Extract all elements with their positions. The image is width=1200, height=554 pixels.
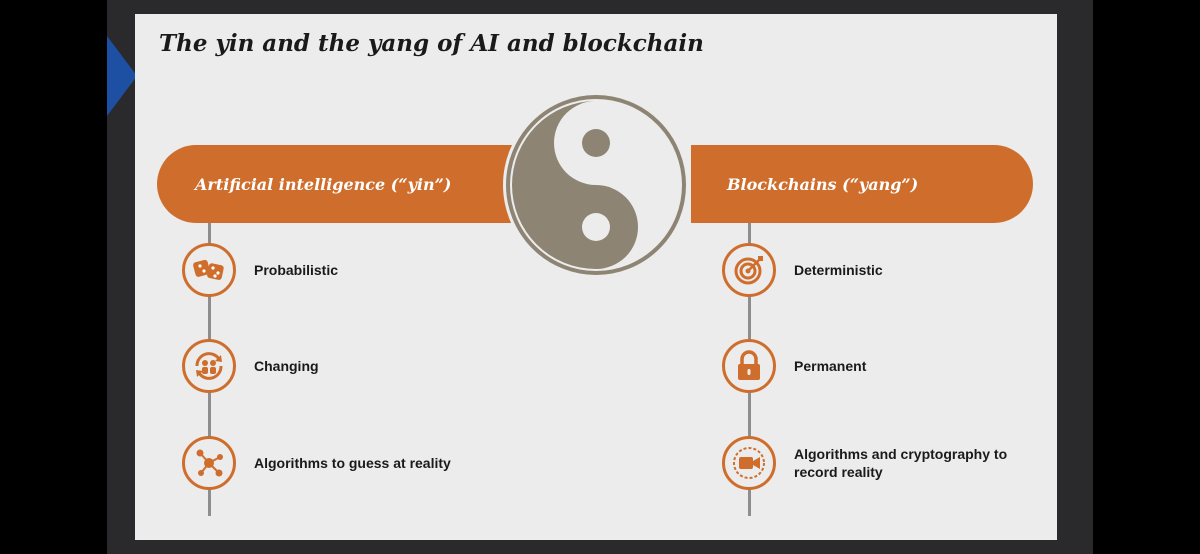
blockchain-item-deterministic: Deterministic	[722, 243, 1034, 297]
network-nodes-icon	[182, 436, 236, 490]
ai-item-label: Changing	[254, 358, 319, 374]
cycle-people-icon	[182, 339, 236, 393]
padlock-icon	[722, 339, 776, 393]
ai-banner: Artificial intelligence (“yin”)	[157, 145, 537, 223]
video-camera-icon	[722, 436, 776, 490]
blockchain-item-label: Algorithms and cryptography to record re…	[794, 446, 1008, 480]
blockchain-item-algorithms-cryptography: Algorithms and cryptography to record re…	[722, 436, 1034, 490]
slide-title: The yin and the yang of AI and blockchai…	[159, 30, 704, 57]
yin-yang-icon	[503, 92, 689, 278]
blockchain-item-label: Deterministic	[794, 262, 883, 278]
dice-icon	[182, 243, 236, 297]
blue-corner-accent	[107, 36, 137, 116]
yin-dot	[582, 129, 610, 157]
blockchain-item-permanent: Permanent	[722, 339, 1034, 393]
ai-item-changing: Changing	[182, 339, 494, 393]
target-icon	[722, 243, 776, 297]
ai-heading: Artificial intelligence (“yin”)	[195, 174, 452, 194]
yang-dot	[582, 213, 610, 241]
blockchain-heading: Blockchains (“yang”)	[727, 174, 919, 194]
blockchain-item-label: Permanent	[794, 358, 867, 374]
slide: The yin and the yang of AI and blockchai…	[135, 14, 1057, 540]
ai-item-probabilistic: Probabilistic	[182, 243, 494, 297]
ai-item-label: Probabilistic	[254, 262, 339, 278]
blockchain-banner: Blockchains (“yang”)	[691, 145, 1033, 223]
ai-item-label: Algorithms to guess at reality	[254, 455, 451, 471]
ai-item-algorithms: Algorithms to guess at reality	[182, 436, 494, 490]
